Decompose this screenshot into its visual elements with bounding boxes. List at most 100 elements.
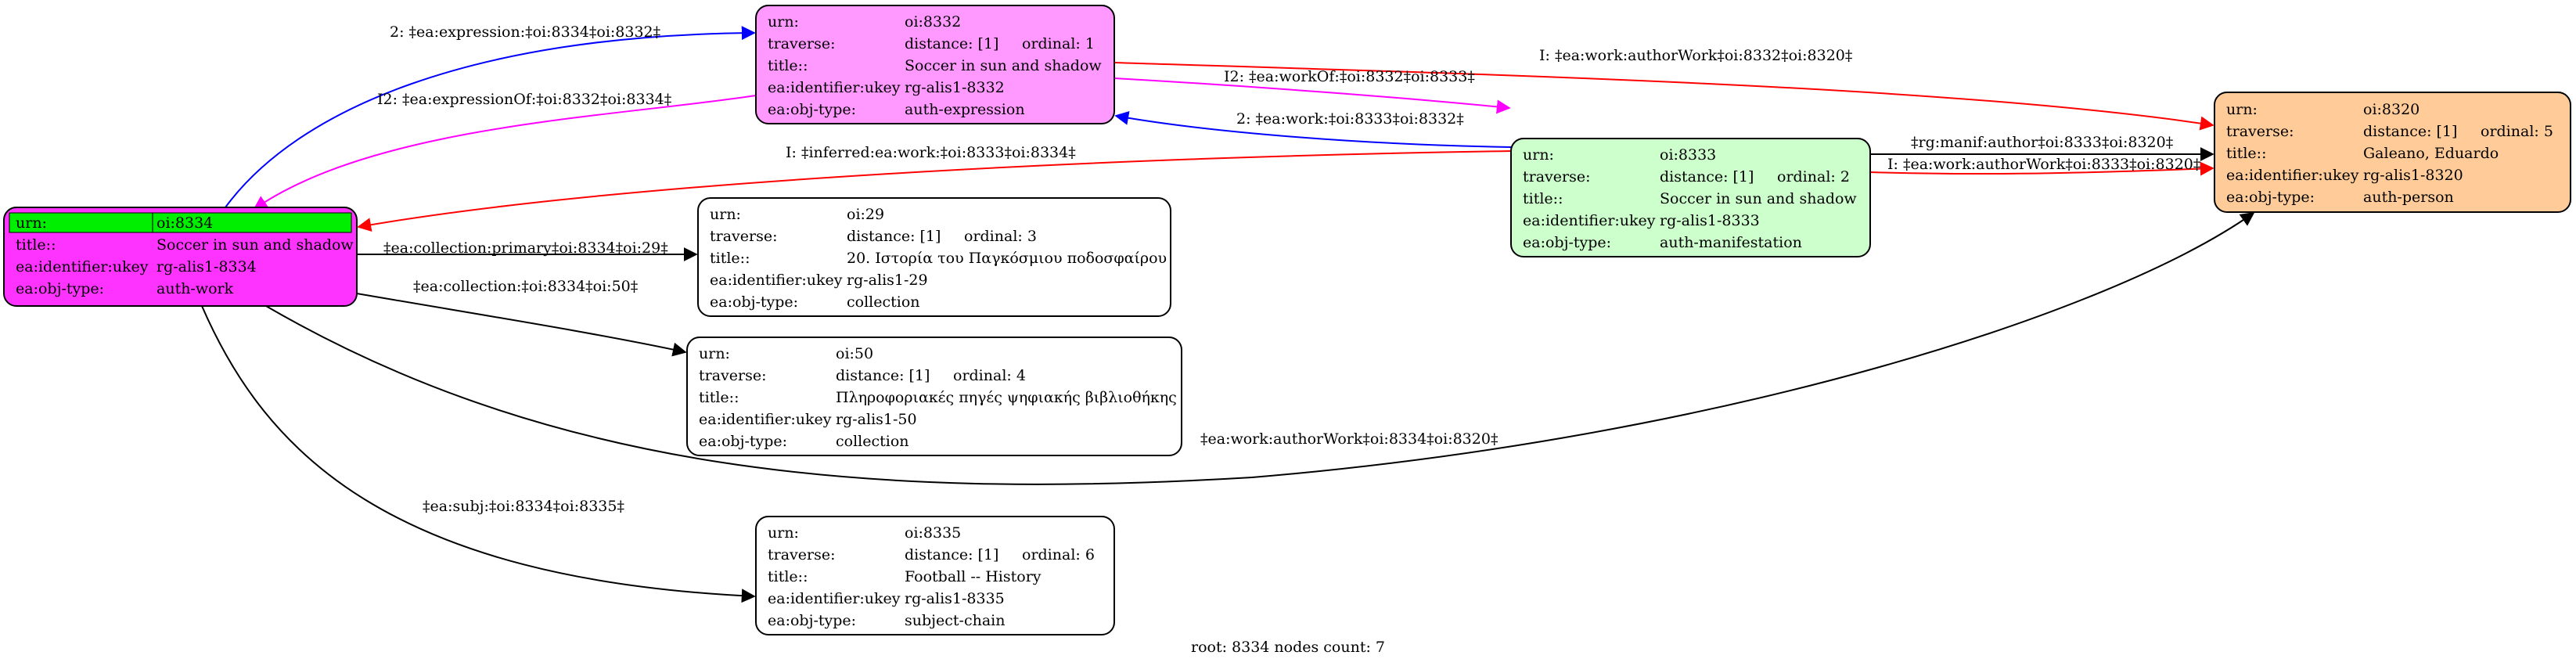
field-key: urn: — [16, 214, 47, 232]
field-key: ea:identifier:ukey — [2226, 167, 2359, 184]
node-box — [755, 516, 1115, 635]
edge-label: I2: ‡ea:expressionOf:‡oi:8332‡oi:8334‡ — [377, 91, 671, 108]
field-ordinal: ordinal: 4 — [953, 367, 1026, 384]
field-key: ea:identifier:ukey — [699, 411, 832, 428]
node-box — [755, 5, 1115, 124]
field-value: Football -- History — [905, 568, 1042, 585]
edge-label: ‡ea:subj:‡oi:8334‡oi:8335‡ — [423, 498, 624, 515]
field-key: ea:identifier:ukey — [1523, 212, 1656, 229]
edge-8334-to-8320: ‡ea:work:authorWork‡oi:8334‡oi:8320‡ — [265, 211, 2255, 485]
root-urn-highlight — [9, 212, 352, 233]
edge-label: ‡rg:manif:author‡oi:8333‡oi:8320‡ — [1911, 134, 2173, 151]
edge-line — [1114, 110, 1512, 148]
edge-line — [1869, 161, 2214, 176]
edge-8332-to-8333: I2: ‡ea:workOf:‡oi:8332‡oi:8333‡ — [1114, 68, 1511, 114]
edge-label: I: ‡inferred:ea:work:‡oi:8333‡oi:8334‡ — [786, 144, 1076, 161]
field-key: ea:obj-type: — [2226, 189, 2315, 206]
node-box — [2214, 92, 2571, 213]
field-value: oi:8334 — [157, 214, 213, 232]
field-key: urn: — [768, 524, 799, 542]
field-key: title:: — [768, 568, 808, 585]
node-oi-8335[interactable]: urn: oi:8335 traverse: distance: [1] ordinal… — [755, 516, 1115, 635]
edge-line — [253, 95, 757, 211]
edge-line — [225, 26, 756, 208]
field-value: oi:29 — [847, 206, 884, 223]
edge-8334-to-50: ‡ea:collection:‡oi:8334‡oi:50‡ — [356, 278, 687, 357]
field-value: Soccer in sun and shadow — [905, 57, 1102, 74]
field-key: traverse: — [768, 35, 836, 52]
field-value: oi:8332 — [905, 13, 961, 31]
field-key: traverse: — [2226, 123, 2294, 140]
edges-layer: 2: ‡ea:expression:‡oi:8334‡oi:8332‡ I2: ‡… — [201, 23, 2255, 603]
edge-8333-to-8332: 2: ‡ea:work:‡oi:8333‡oi:8332‡ — [1114, 110, 1512, 148]
field-value: rg-alis1-8333 — [1660, 212, 1760, 229]
field-value: oi:8335 — [905, 524, 961, 542]
field-ordinal: ordinal: 1 — [1022, 35, 1095, 52]
field-key: title:: — [768, 57, 808, 74]
node-box — [686, 337, 1182, 456]
field-key: title:: — [710, 250, 750, 267]
field-ordinal: ordinal: 5 — [2481, 123, 2553, 140]
edge-label: I: ‡ea:work:authorWork‡oi:8333‡oi:8320‡ — [1887, 156, 2200, 173]
field-key: ea:obj-type: — [710, 293, 798, 311]
field-key: ea:obj-type: — [1523, 234, 1611, 251]
field-value: auth-expression — [905, 101, 1025, 118]
node-box — [697, 197, 1171, 317]
field-value: auth-work — [157, 280, 234, 297]
field-value: distance: [1] — [836, 367, 930, 384]
field-value: auth-manifestation — [1660, 234, 1802, 251]
edge-8334-to-8335: ‡ea:subj:‡oi:8334‡oi:8335‡ — [201, 305, 756, 603]
edge-label: ‡ea:work:authorWork‡oi:8334‡oi:8320‡ — [1200, 430, 1498, 448]
edge-label: I: ‡ea:work:authorWork‡oi:8332‡oi:8320‡ — [1539, 47, 1852, 64]
field-key: title:: — [2226, 145, 2266, 162]
field-key: traverse: — [710, 228, 778, 245]
field-value: subject-chain — [905, 612, 1006, 629]
field-key: ea:identifier:ukey — [768, 590, 901, 607]
field-value: distance: [1] — [905, 546, 998, 563]
edge-line — [357, 150, 1512, 232]
field-value: collection — [847, 293, 920, 311]
field-key: traverse: — [1523, 168, 1591, 185]
field-key: traverse: — [768, 546, 836, 563]
field-value: rg-alis1-50 — [836, 411, 917, 428]
field-key: ea:obj-type: — [699, 433, 787, 450]
field-value: Πληροφοριακές πηγές ψηφιακής βιβλιοθήκης — [836, 389, 1177, 406]
field-value: collection — [836, 433, 909, 450]
field-key: title:: — [16, 236, 56, 254]
node-oi-50[interactable]: urn: oi:50 traverse: distance: [1] ordinal: … — [686, 337, 1182, 456]
edge-8333-to-8320: ‡rg:manif:author‡oi:8333‡oi:8320‡ — [1870, 134, 2214, 161]
field-key: ea:obj-type: — [768, 612, 856, 629]
edge-8332-to-8320: I: ‡ea:work:authorWork‡oi:8332‡oi:8320‡ — [1114, 47, 2214, 131]
field-value: distance: [1] — [1660, 168, 1754, 185]
field-key: title:: — [699, 389, 739, 406]
edge-label: ‡ea:collection:primary‡oi:8334‡oi:29‡ — [383, 239, 668, 257]
field-key: urn: — [699, 345, 730, 362]
edge-label: 2: ‡ea:expression:‡oi:8334‡oi:8332‡ — [390, 23, 660, 41]
edge-8334-to-8332: 2: ‡ea:expression:‡oi:8334‡oi:8332‡ — [225, 23, 756, 208]
field-key: title:: — [1523, 190, 1563, 207]
field-value: oi:50 — [836, 345, 873, 362]
edge-line — [265, 211, 2255, 485]
field-value: Galeano, Eduardo — [2363, 145, 2499, 162]
field-ordinal: ordinal: 2 — [1777, 168, 1850, 185]
edge-8334-to-29: ‡ea:collection:primary‡oi:8334‡oi:29‡ — [356, 239, 698, 261]
field-value: rg-alis1-8332 — [905, 79, 1005, 96]
edge-line — [1114, 77, 1511, 114]
field-key: urn: — [2226, 101, 2258, 118]
field-key: traverse: — [699, 367, 767, 384]
field-value: rg-alis1-8320 — [2363, 167, 2463, 184]
edge-label: ‡ea:collection:‡oi:8334‡oi:50‡ — [413, 278, 638, 295]
field-key: ea:obj-type: — [16, 280, 104, 297]
field-ordinal: ordinal: 6 — [1022, 546, 1095, 563]
field-key: ea:obj-type: — [768, 101, 856, 118]
field-key: urn: — [768, 13, 799, 31]
node-box — [1510, 138, 1871, 257]
field-value: auth-person — [2363, 189, 2454, 206]
